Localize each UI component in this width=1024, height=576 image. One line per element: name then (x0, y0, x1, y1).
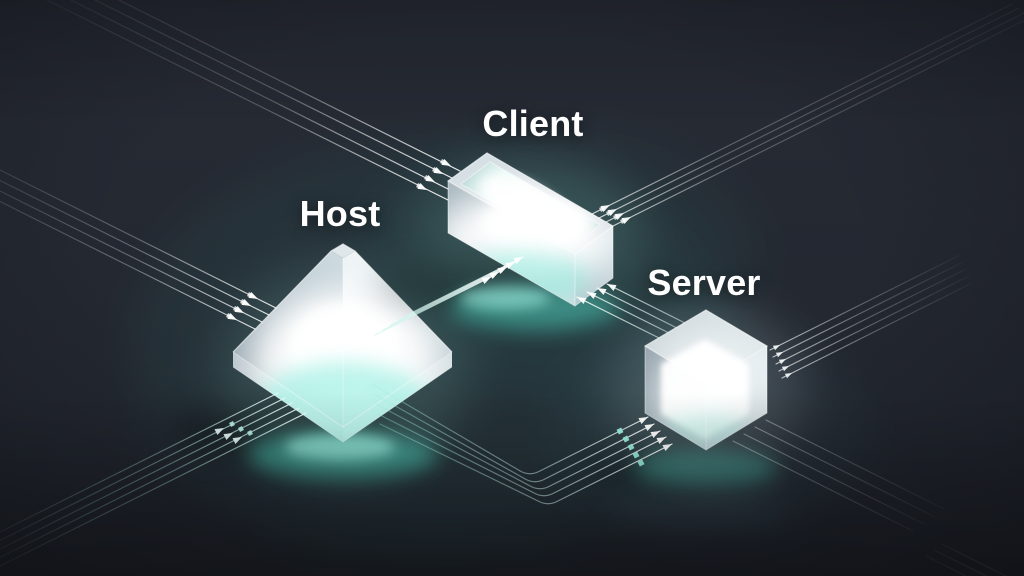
client-label: Client (482, 103, 584, 144)
server-label: Server (647, 262, 761, 303)
host-label: Host (299, 193, 381, 234)
